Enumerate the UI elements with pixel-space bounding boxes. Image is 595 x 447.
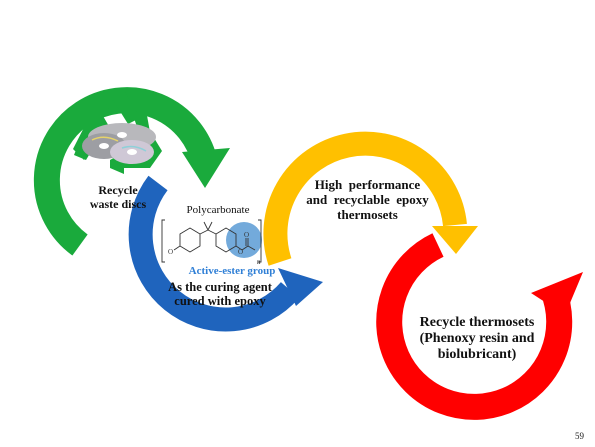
polycarbonate-label: Polycarbonate bbox=[186, 204, 250, 216]
waste-label-line1: Recycle bbox=[98, 183, 138, 197]
recycle-label-line2: (Phenoxy resin and bbox=[419, 331, 535, 347]
perf-label-line3: thermosets bbox=[337, 206, 398, 222]
curing-label-line2: cured with epoxy bbox=[174, 294, 266, 309]
recycle-waste-discs-label: Recycle waste discs bbox=[58, 183, 178, 212]
recycle-label-line3: biolubricant) bbox=[437, 347, 517, 363]
repeat-unit-subscript: n bbox=[257, 258, 261, 266]
svg-text:O: O bbox=[168, 248, 173, 256]
green-cycle-arrow bbox=[33, 87, 218, 256]
recycle-label-line1: Recycle thermosets bbox=[419, 315, 535, 330]
perf-label-line1: High performance bbox=[314, 177, 421, 192]
curing-agent-label: As the curing agent cured with epoxy bbox=[150, 280, 290, 309]
yellow-cycle-arrow bbox=[263, 131, 467, 266]
perf-label-line2: and recyclable epoxy bbox=[306, 191, 429, 207]
green-arrowhead bbox=[182, 148, 230, 188]
page-number: 59 bbox=[575, 431, 584, 441]
polycarbonate-structure: O O O bbox=[161, 219, 262, 263]
curing-label-line1: As the curing agent bbox=[168, 280, 272, 294]
active-ester-group-label: Active-ester group bbox=[188, 265, 276, 277]
active-ester-highlight bbox=[226, 222, 262, 258]
blue-cycle-arrow bbox=[128, 175, 300, 332]
blue-arrowhead bbox=[278, 268, 323, 306]
recycle-thermosets-label: Recycle thermosets (Phenoxy resin and bi… bbox=[392, 315, 562, 363]
red-cycle-arrow bbox=[376, 233, 573, 420]
yellow-arrowhead bbox=[432, 226, 478, 254]
cd-discs-icon bbox=[82, 123, 156, 164]
svg-text:O: O bbox=[238, 248, 243, 256]
red-arrowhead bbox=[531, 272, 583, 315]
epoxy-thermosets-label: High performance and recyclable epoxy th… bbox=[285, 177, 450, 223]
svg-text:O: O bbox=[244, 231, 249, 239]
waste-label-line2: waste discs bbox=[89, 196, 147, 211]
